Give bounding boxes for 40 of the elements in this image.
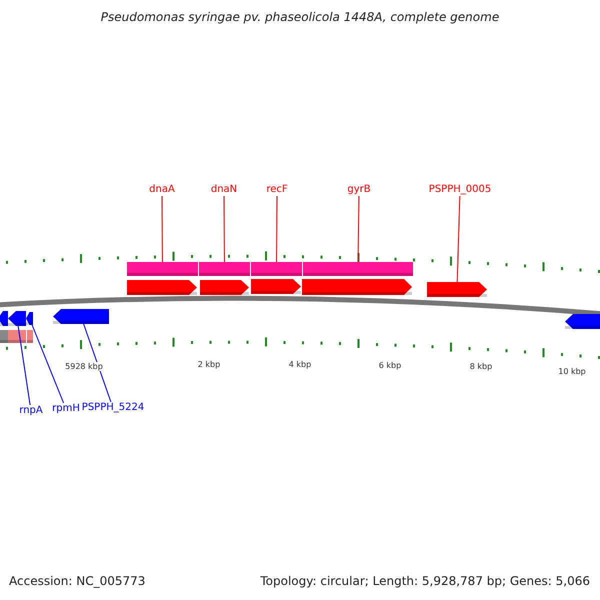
gene-block: [26, 312, 33, 325]
tick-label: 5928 kbp: [65, 362, 103, 371]
leader-line: [358, 196, 360, 262]
gene-label: PSPPH_5224: [82, 402, 144, 414]
feature-bar: [199, 262, 250, 276]
feature-bar: [127, 262, 198, 276]
gene-label: PSPPH_0005: [428, 184, 492, 196]
tick-label: 2 kbp: [198, 360, 220, 369]
gene-label: dnaA: [149, 184, 175, 196]
gene-block: [427, 282, 487, 297]
genome-info: Topology: circular; Length: 5,928,787 bp; Genes: 5,066: [260, 574, 590, 588]
tick-label: 8 kbp: [470, 362, 492, 371]
feature-bar: [251, 262, 302, 276]
gene-block: [127, 280, 197, 295]
gene-label: rpmH: [52, 403, 80, 415]
gene-label: dnaN: [210, 184, 238, 196]
gene-block: [200, 280, 249, 295]
accession-note: Accession: NC_005773: [9, 574, 146, 588]
feature-bar: [0, 330, 8, 343]
feature-bar: [8, 330, 26, 343]
leader-line: [32, 324, 64, 404]
gene-label: recF: [266, 184, 288, 196]
tick-label: 10 kbp: [558, 367, 586, 376]
tick-label: 6 kbp: [378, 361, 402, 370]
title: Pseudomonas syringae pv. phaseolicola 1448A, complete genome: [100, 10, 500, 24]
gene-block: [53, 309, 109, 324]
leader-line: [18, 326, 31, 406]
leader-line: [224, 196, 225, 262]
leader-line: [162, 196, 163, 262]
leader-line: [276, 196, 278, 262]
leader-line: [456, 196, 460, 282]
leader-line: [83, 324, 112, 402]
gene-label: gyrB: [347, 184, 371, 196]
tick-label: 4 kbp: [288, 360, 312, 369]
gene-block: [565, 314, 600, 329]
feature-bar: [27, 330, 33, 343]
gene-block: [251, 279, 301, 294]
gene-label: rnpA: [19, 405, 43, 417]
gene-block: [0, 311, 8, 326]
feature-bar: [303, 262, 413, 276]
